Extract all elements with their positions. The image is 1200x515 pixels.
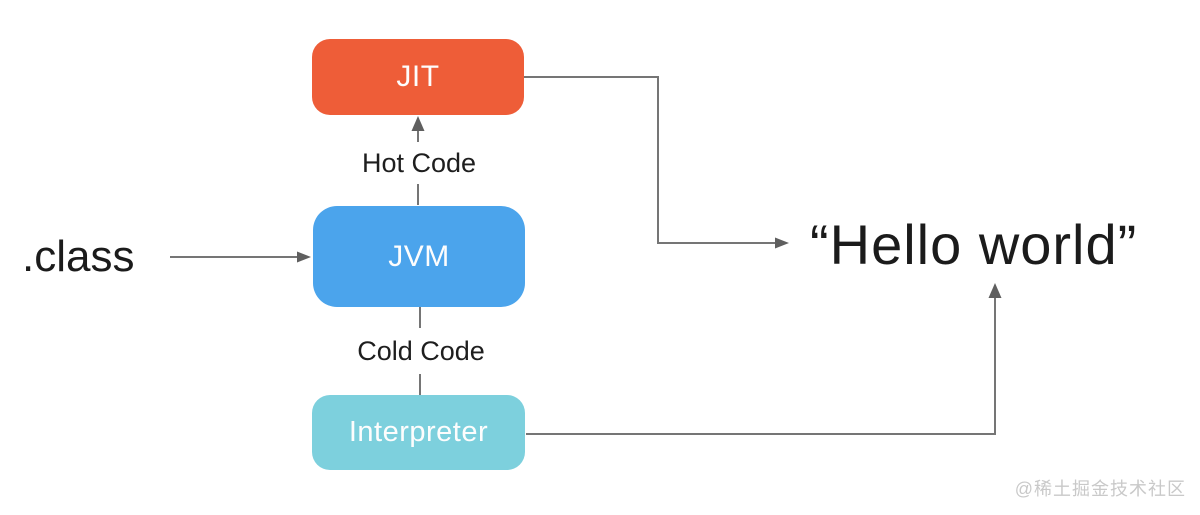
node-jvm: JVM — [313, 206, 525, 307]
connector-interpreter-to-output — [526, 298, 996, 435]
arrowhead-jit-to-output — [775, 237, 789, 249]
arrowhead-jvm-to-jit — [411, 116, 425, 131]
edge-label-hot-code: Hot Code — [361, 148, 477, 178]
node-interpreter: Interpreter — [312, 395, 525, 470]
node-jit: JIT — [312, 39, 524, 115]
node-interpreter-label: Interpreter — [348, 416, 489, 448]
connector-jit-to-output — [524, 76, 776, 244]
output-hello-world-label: “Hello world” — [810, 213, 1138, 276]
watermark: @稀土掘金技术社区 — [1014, 479, 1186, 499]
input-class-label: .class — [22, 232, 135, 281]
arrowhead-class-to-jvm — [297, 251, 311, 263]
node-jit-label: JIT — [396, 60, 440, 93]
node-jvm-label: JVM — [388, 239, 450, 273]
arrowhead-interpreter-to-output — [988, 283, 1002, 298]
edge-label-cold-code: Cold Code — [357, 336, 485, 366]
